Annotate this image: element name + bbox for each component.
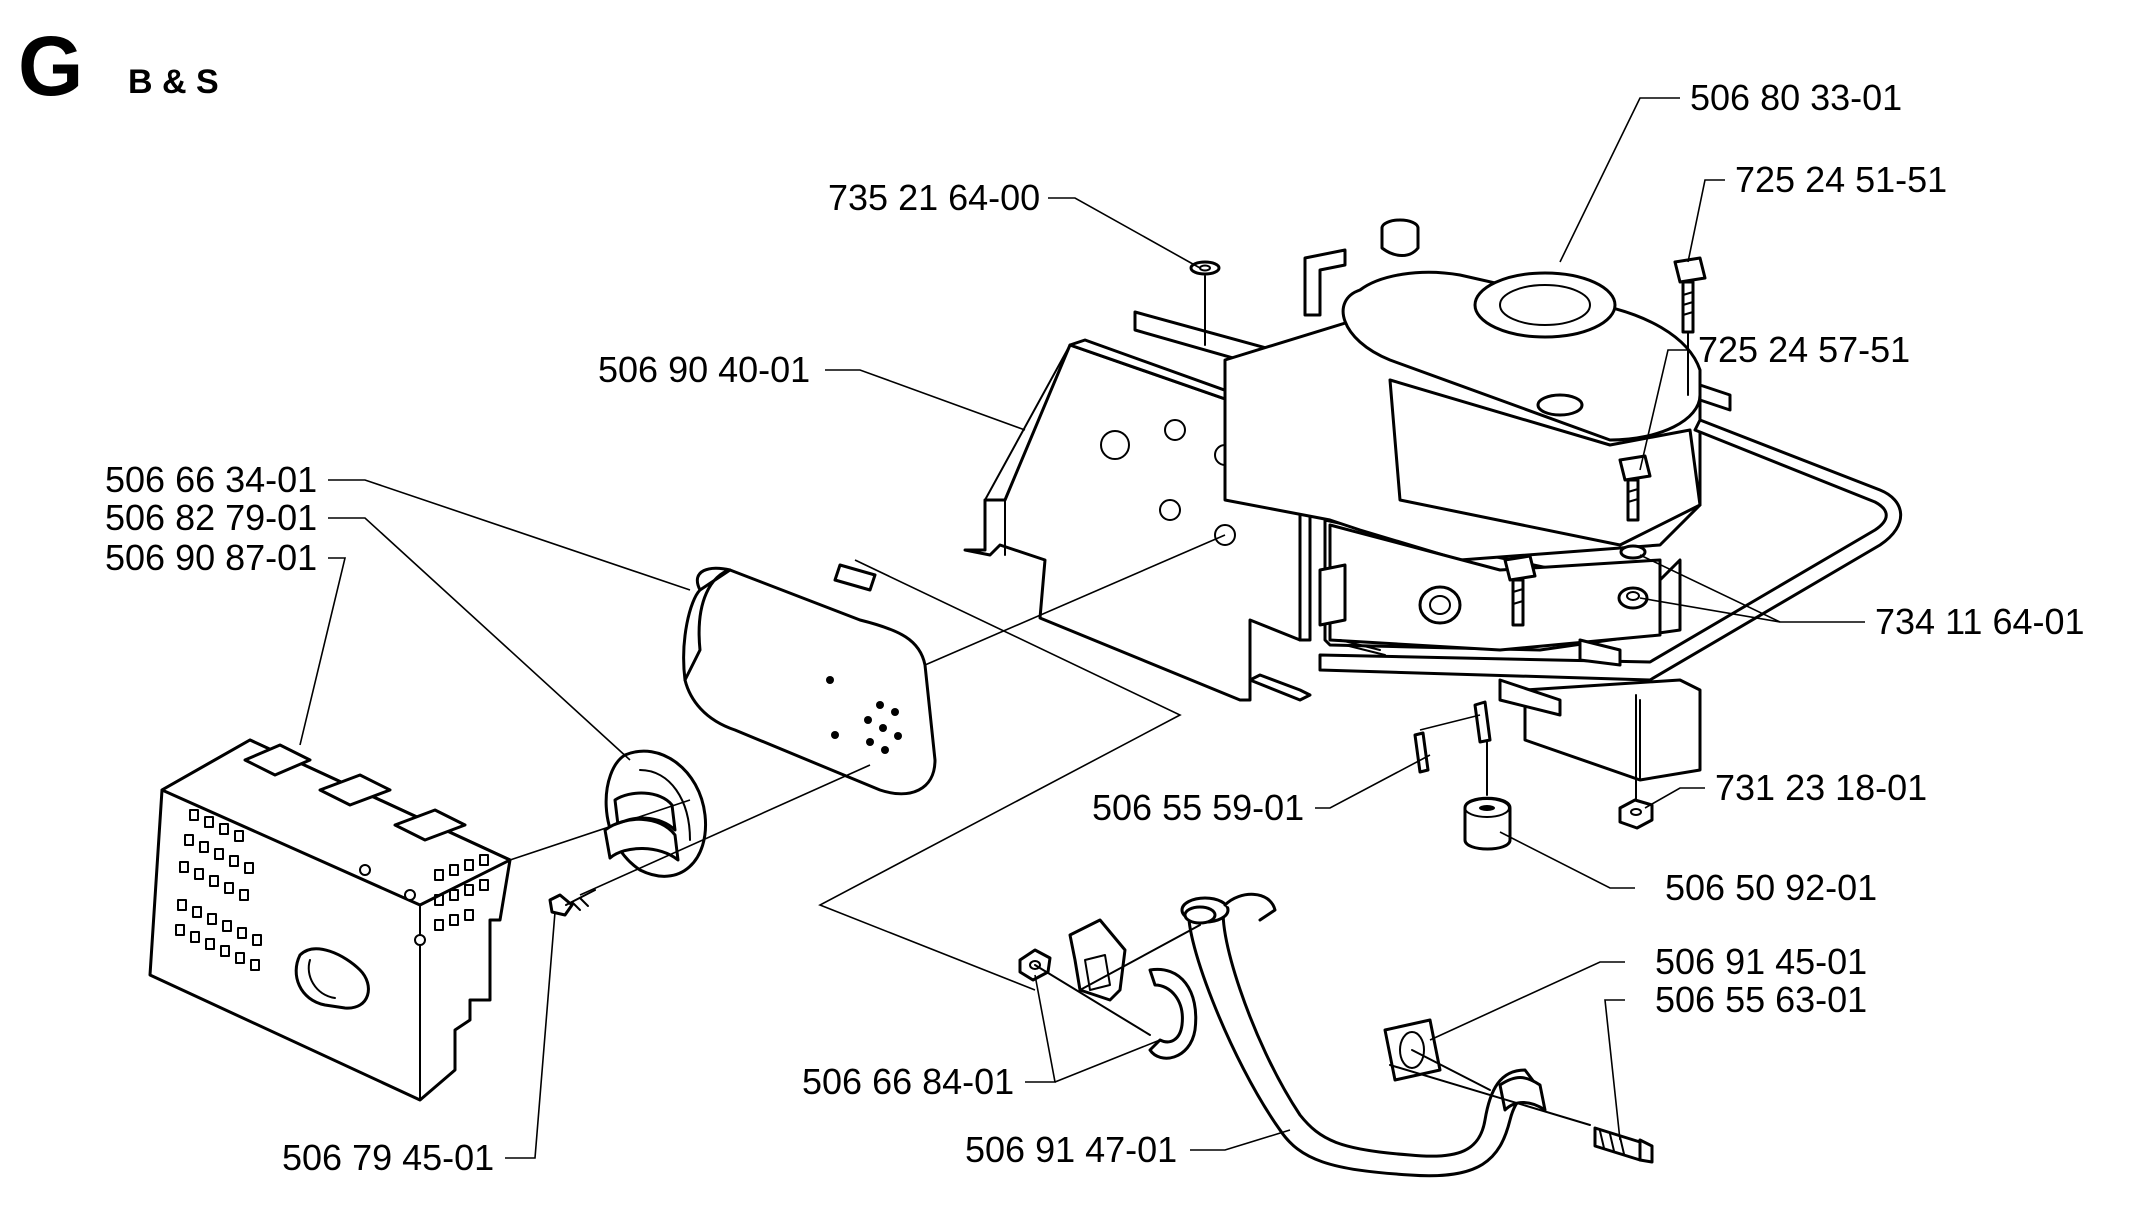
hardware-engine (1189, 256, 1707, 851)
alignment-lines (509, 534, 1481, 991)
part-label-506-50-92-01: 506 50 92-01 (1665, 867, 1877, 908)
section-letter: G (18, 19, 83, 113)
muffler-deflector (603, 749, 708, 878)
part-label-506-90-40-01: 506 90 40-01 (598, 349, 810, 390)
tube-frame (1318, 383, 1903, 717)
muffler-shield (148, 738, 512, 1102)
part-label-506-82-79-01: 506 82 79-01 (105, 497, 317, 538)
exhaust-pipe (1180, 892, 1547, 1178)
part-label-506-55-59-01: 506 55 59-01 (1092, 787, 1304, 828)
leader-lines (299, 97, 1865, 1159)
part-label-506-79-45-01: 506 79 45-01 (282, 1137, 494, 1178)
shield-screw (548, 889, 596, 917)
part-label-734-11-64-01: 734 11 64-01 (1875, 601, 2085, 642)
exhaust-flange (1383, 1018, 1491, 1091)
part-label-506-90-87-01: 506 90 87-01 (105, 537, 317, 578)
part-label-735-21-64-00: 735 21 64-00 (828, 177, 1040, 218)
part-label-506-66-34-01: 506 66 34-01 (105, 459, 317, 500)
part-labels: 506 80 33-01 725 24 51-51 735 21 64-00 7… (105, 77, 2085, 1178)
engine-label: B & S (128, 63, 219, 101)
shield-vent-grid (175, 809, 489, 971)
part-label-506-91-45-01: 506 91 45-01 (1655, 941, 1867, 982)
part-label-506-80-33-01: 506 80 33-01 (1690, 77, 1902, 118)
part-label-506-55-63-01: 506 55 63-01 (1655, 979, 1867, 1020)
part-label-506-66-84-01: 506 66 84-01 (802, 1061, 1014, 1102)
part-label-731-23-18-01: 731 23 18-01 (1715, 767, 1927, 808)
part-label-506-91-47-01: 506 91 47-01 (965, 1129, 1177, 1170)
engine-block (1223, 218, 1702, 782)
part-label-725-24-57-51: 725 24 57-51 (1698, 329, 1910, 370)
muffler (682, 563, 937, 796)
long-bolt (1389, 1064, 1654, 1164)
part-label-725-24-51-51: 725 24 51-51 (1735, 159, 1947, 200)
clamp-set (1018, 918, 1201, 1060)
